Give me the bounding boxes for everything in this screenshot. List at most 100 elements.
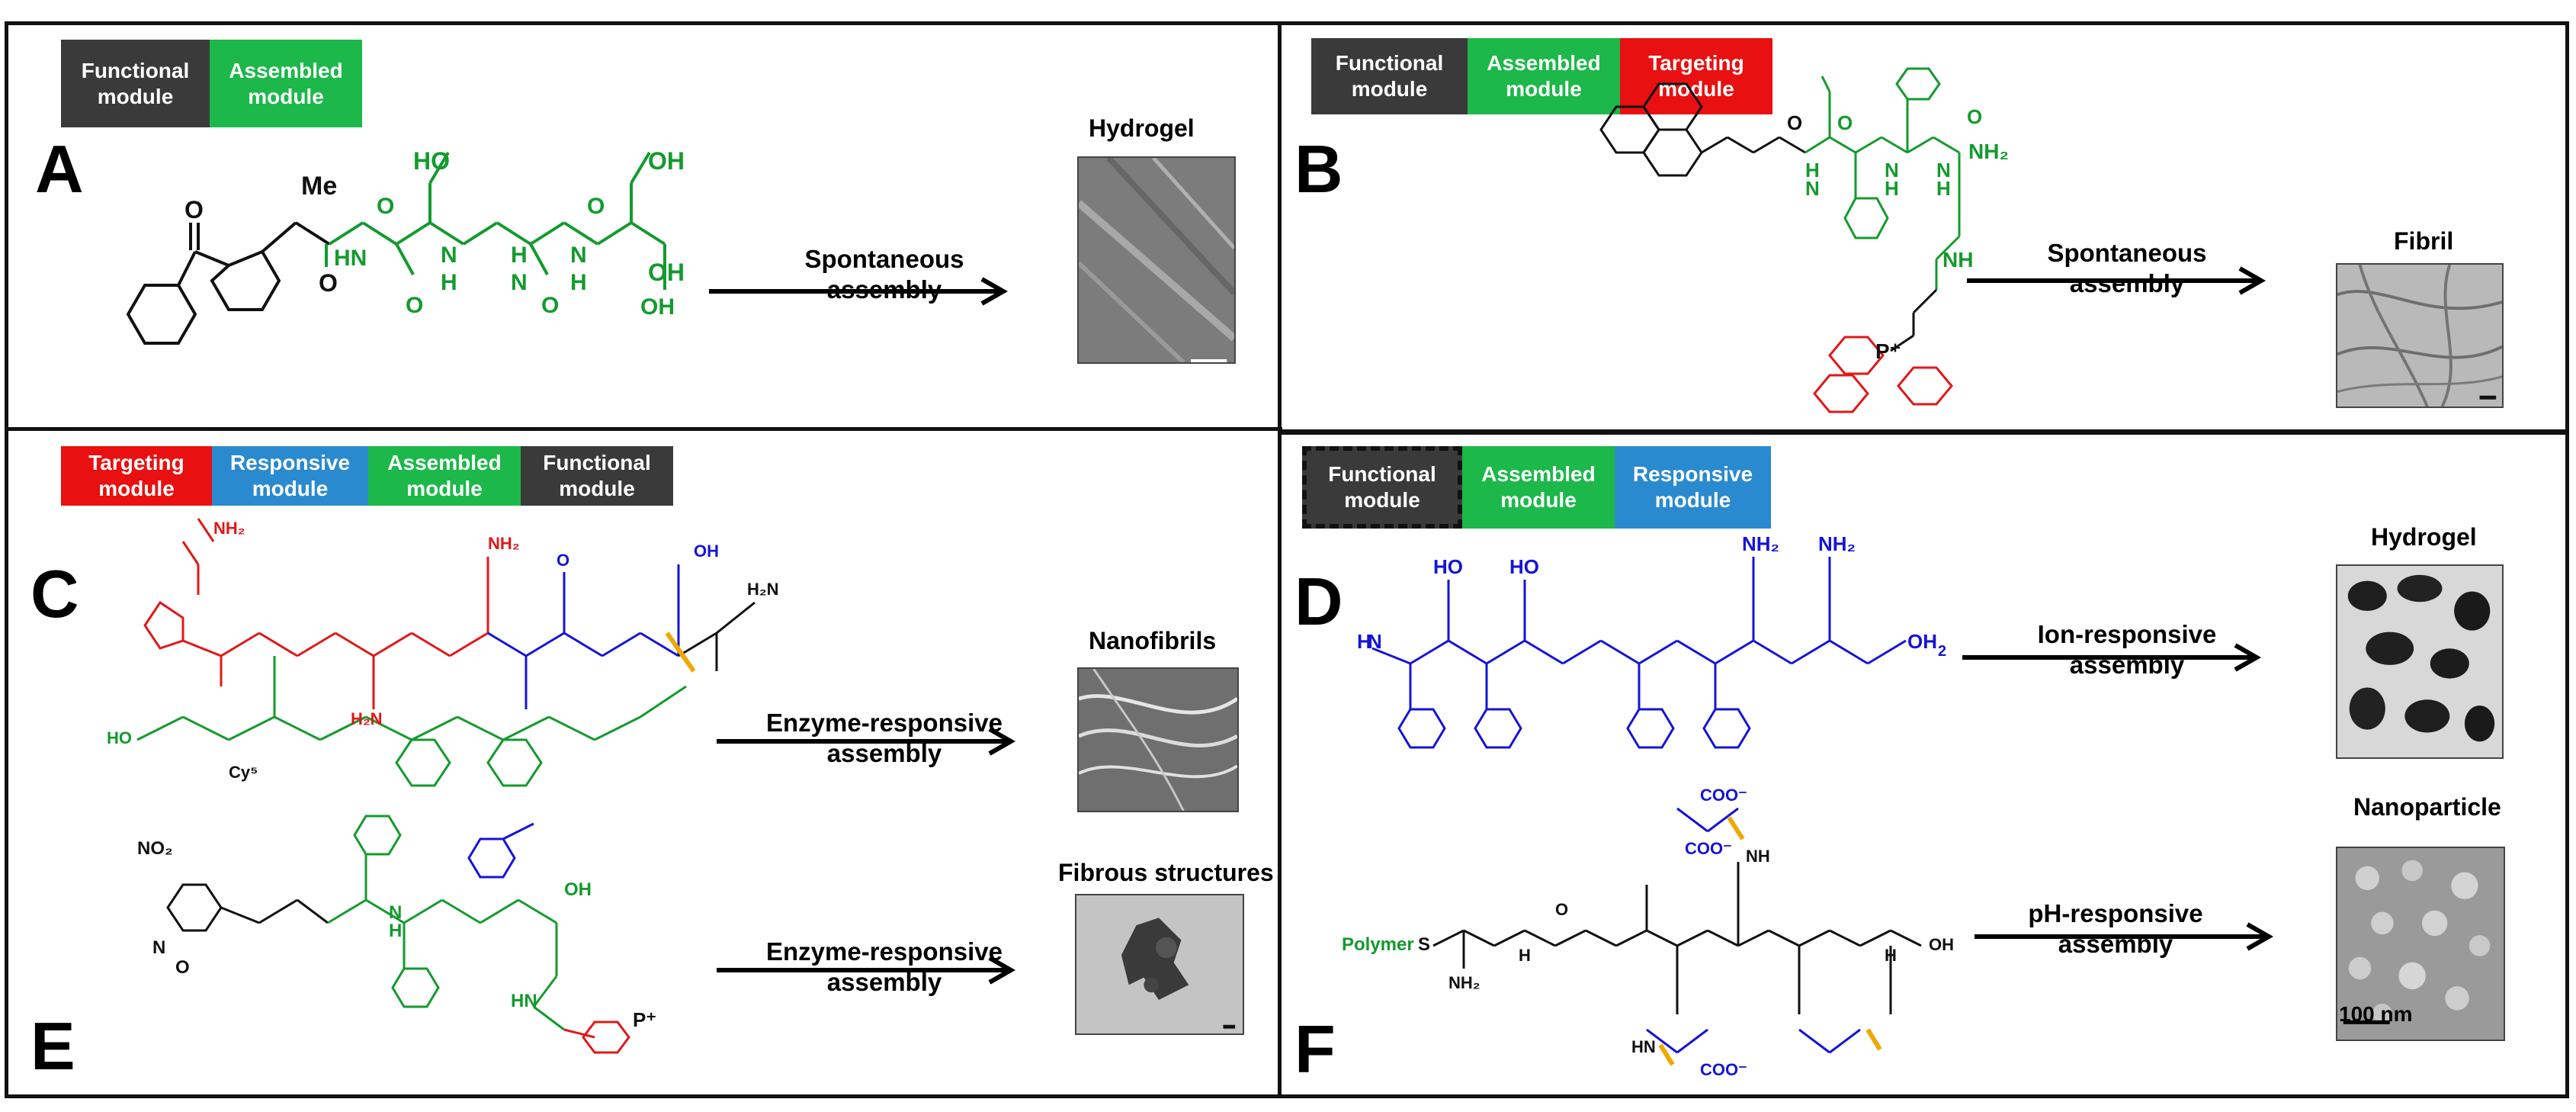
panel-c-molecule: NH₂ NH₂ H₂N HO Cy⁵ OH H₂N O [107,518,779,787]
atom-label: Me [301,172,337,201]
atom-label: N [1885,159,1899,182]
atom-label: O [587,194,605,219]
atom-label: HO [1509,555,1539,578]
atom-label: HO [1433,555,1463,578]
panel-d-letter: D [1294,564,1343,639]
atom-label: N [511,270,528,295]
panel-c-arrow-label: Enzyme-responsive assembly [766,709,1002,767]
atom-label: H [1519,946,1531,965]
panel-b-micrograph [2336,263,2504,408]
atom-label: O [319,269,338,297]
panel-f-molecule: Polymer S NH₂ H COO⁻ COO⁻ NH HN COO⁻ O O… [1342,786,1954,1079]
atom-label: NH₂ [1448,973,1480,992]
panel-d-arrow [1962,643,2262,672]
panel-d-micrograph [2336,564,2504,759]
atom-label: 2 [1938,643,1946,660]
atom-label: N [570,243,587,268]
panel-c-image-label: Nanofibrils [1089,627,1217,654]
atom-label: O [1555,900,1568,919]
atom-label: O [541,293,559,318]
panel-c-module-tags: Targeting module Responsive module Assem… [61,446,673,506]
atom-label: H [389,921,402,941]
panel-a-letter: A [35,131,84,207]
panel-d-image-label: Hydrogel [2371,523,2477,551]
panel-e-arrow [717,956,1016,985]
tag-assembled-module: Assembled module [368,446,521,506]
atom-label: O [1967,105,1982,128]
atom-label: O [184,196,204,223]
atom-label: N [152,937,165,958]
panel-f-image-label: Nanoparticle [2353,793,2501,821]
atom-label: OH [648,147,685,175]
atom-label: N [441,243,457,268]
panel-d-molecule: HO HO NH₂ NH₂ H N OH 2 [1357,532,1946,749]
panel-f-scale-label: 100 nm [2339,1002,2413,1026]
tag-assembled-module: Assembled module [1462,446,1615,529]
panel-d-module-tags: Functional module Assembled module Respo… [1302,446,1771,529]
atom-label: NH₂ [1968,140,2009,163]
atom-label: S [1418,934,1430,955]
atom-label: Cy⁵ [229,763,258,782]
atom-label: Polymer [1342,934,1414,955]
atom-label: P⁺ [633,1008,656,1031]
atom-label: OH [564,879,592,900]
atom-label: HO [107,728,132,747]
panel-a-micrograph [1077,156,1236,364]
atom-label: HO [413,147,450,175]
tag-responsive-module: Responsive module [212,446,368,506]
atom-label: NH [1942,248,1973,272]
panel-b-arrow-label: Spontaneous assembly [2047,239,2207,297]
panel-a-arrow [709,277,1009,306]
atom-label: O [377,194,394,219]
panel-e-arrow-label: Enzyme-responsive assembly [766,937,1002,996]
tag-responsive-module: Responsive module [1615,446,1771,529]
atom-label: NH₂ [1742,532,1779,555]
atom-label: COO⁻ [1700,786,1747,805]
panel-b-molecule: H N O N H O N H NH₂ O NH P⁺ [1599,67,2009,413]
panel-b-arrow [1967,266,2266,295]
atom-label: H [511,243,528,268]
atom-label: H [1805,159,1820,182]
atom-label: COO⁻ [1685,839,1732,858]
atom-label: O [406,293,423,318]
tag-assembled-module: Assembled module [1468,38,1620,114]
panel-f-micrograph [2336,847,2505,1041]
atom-label: H [1885,177,1899,200]
tag-assembled-module: Assembled module [210,40,362,127]
atom-label: OH [1907,630,1937,653]
panel-b-letter: B [1294,131,1343,207]
atom-label: P⁺ [1875,339,1901,363]
atom-label: H₂N [351,709,383,728]
atom-label: N [1805,177,1820,200]
panel-c-micrograph [1077,667,1239,812]
tag-functional-module: Functional module [1302,446,1462,529]
atom-label: N [389,902,402,923]
tag-functional-module: Functional module [1311,38,1468,114]
atom-label: HN [511,991,537,1011]
atom-label: COO⁻ [1700,1060,1747,1079]
atom-label: H [1357,630,1371,653]
tag-functional-module: Functional module [521,446,673,506]
panel-e-letter: E [30,1008,75,1084]
panel-c-arrow [717,727,1016,756]
atom-label: OH [648,259,685,286]
atom-label: HN [1631,1037,1656,1056]
atom-label: NH₂ [1818,532,1856,555]
atom-label: H [1885,946,1897,965]
atom-label: O [1787,111,1802,134]
panel-a-image-label: Hydrogel [1089,114,1195,142]
atom-label: HN [334,246,367,271]
panel-e-micrograph [1075,894,1244,1035]
atom-label: N [1936,159,1951,182]
panel-a-module-tags: Functional module Assembled module [61,40,362,127]
atom-label: H [1936,177,1951,200]
atom-label: NH₂ [213,519,245,538]
panel-a-molecule: Me HO OH O O OH HN N H N H N H O O O OH … [126,147,685,345]
atom-label: OH [694,542,719,561]
atom-label: OH [1929,935,1954,954]
atom-label: H₂N [747,580,779,599]
tag-targeting-module: Targeting module [1620,38,1772,114]
panel-f-arrow [1975,922,2274,951]
atom-label: OH [640,294,675,320]
